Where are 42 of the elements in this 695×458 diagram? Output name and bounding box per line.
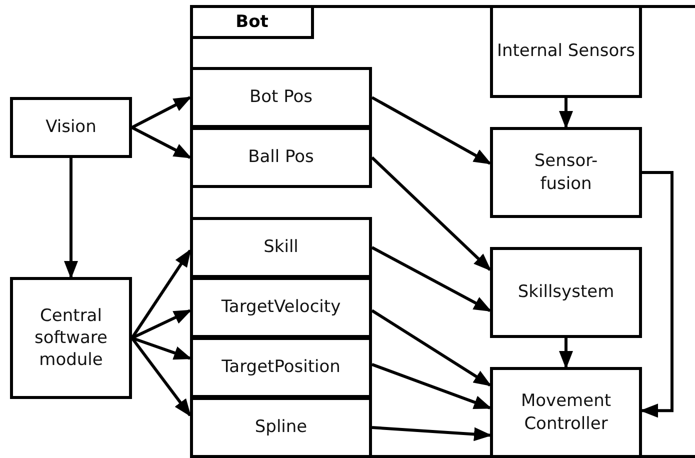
arrow: [371, 246, 492, 312]
node-label: Internal Sensors: [496, 40, 636, 63]
arrow: [372, 426, 492, 442]
node-label: Bot Pos: [249, 86, 313, 109]
arrow: [131, 309, 192, 340]
process-box: [10, 97, 132, 158]
arrow: [559, 338, 573, 369]
process-box: [190, 67, 372, 128]
arrow: [64, 158, 78, 279]
arrow: [371, 309, 492, 386]
arrow: [559, 98, 573, 129]
arrow: [371, 363, 492, 410]
container-box: [190, 5, 695, 458]
node-label: TargetPosition: [222, 356, 340, 379]
arrow: [371, 96, 492, 165]
process-box: [10, 277, 132, 399]
process-box: [190, 277, 372, 338]
node-label: Ball Pos: [248, 146, 314, 169]
node-label: Spline: [254, 416, 308, 439]
process-box: [490, 127, 642, 218]
node-label: Central software module: [33, 304, 108, 372]
node-label: Movement Controller: [520, 390, 612, 435]
node-label: Sensor-fusion: [533, 150, 599, 195]
arrow: [640, 171, 674, 418]
process-box: [190, 127, 372, 188]
process-box: [490, 5, 642, 98]
node-label: TargetVelocity: [221, 296, 341, 319]
process-box: [190, 397, 372, 458]
arrow: [130, 248, 192, 339]
arrow: [131, 96, 192, 129]
node-label: Skill: [264, 236, 298, 259]
node-label: Skillsystem: [518, 281, 614, 304]
arrow: [370, 156, 492, 272]
container-title: Bot: [193, 8, 314, 39]
arrow: [132, 336, 192, 360]
node-label: Vision: [46, 116, 96, 139]
process-box: [190, 337, 372, 398]
process-box: [490, 247, 642, 338]
process-box: [190, 217, 372, 278]
arrow: [130, 337, 192, 417]
process-box: [490, 367, 642, 458]
arrow: [131, 126, 192, 159]
